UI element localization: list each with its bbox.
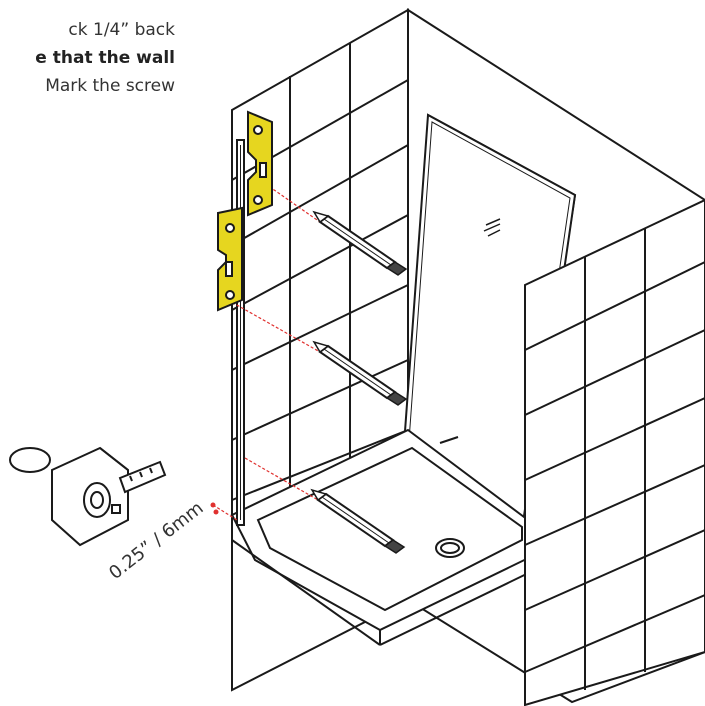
instruction-line-3: Mark the screw (45, 76, 175, 96)
shower-base (230, 428, 547, 646)
front-right-wall-tiles (524, 198, 705, 706)
wall-rail (236, 139, 245, 526)
tape-measure-icon (9, 446, 167, 547)
bracket-icon (247, 110, 273, 217)
instruction-line-2-bold: e that the wall (35, 48, 175, 68)
bracket-icon-2 (217, 206, 243, 312)
drain-icon (435, 538, 465, 558)
instruction-text: ck 1/4” back e that the wall Mark the sc… (0, 16, 175, 100)
measure-markers (210, 502, 219, 515)
instruction-line-1: ck 1/4” back (68, 20, 175, 40)
